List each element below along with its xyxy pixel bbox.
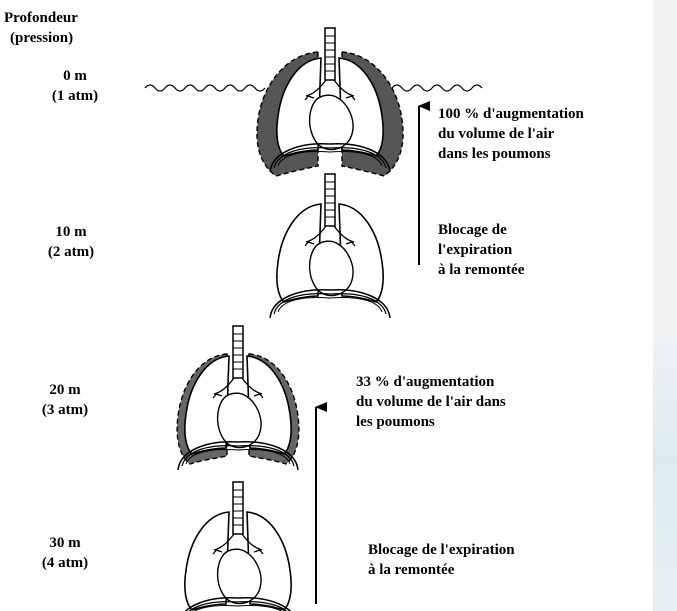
lungs-expanded-20m bbox=[177, 326, 299, 470]
water-surface-line bbox=[392, 85, 482, 91]
lungs-normal-10m bbox=[270, 174, 390, 318]
lungs-expanded-0m bbox=[257, 28, 403, 176]
lungs-normal-30m bbox=[178, 482, 298, 611]
water-surface-line bbox=[145, 85, 265, 91]
side-panel-glow bbox=[653, 330, 677, 611]
lung-diagram bbox=[0, 0, 653, 611]
